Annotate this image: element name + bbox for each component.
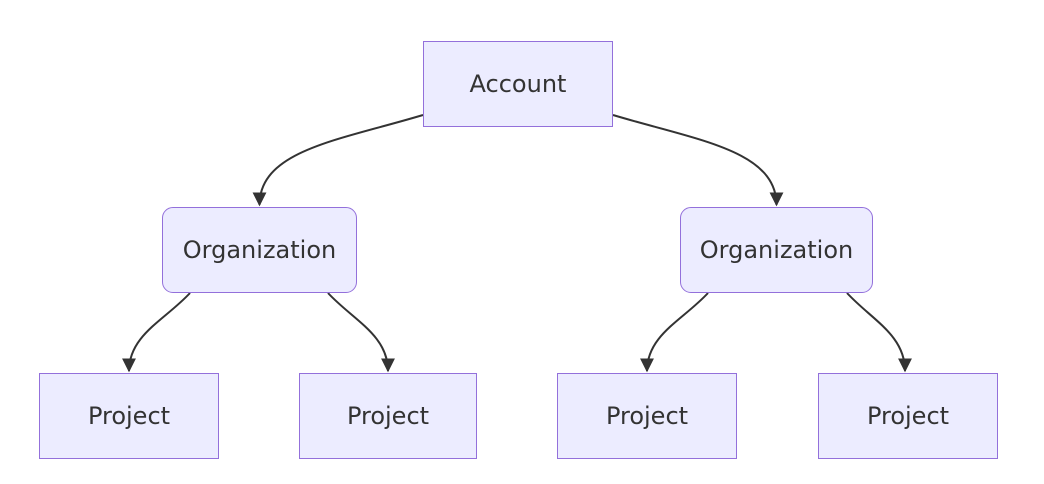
node-project-1: Project xyxy=(39,373,219,459)
node-project-2-label: Project xyxy=(346,401,430,430)
node-organization-left: Organization xyxy=(162,207,357,293)
edge-org-right-to-project-4 xyxy=(846,292,912,373)
node-project-3: Project xyxy=(557,373,737,459)
node-project-4-label: Project xyxy=(866,401,950,430)
node-account-label: Account xyxy=(469,69,567,98)
edge-org-left-to-project-1 xyxy=(122,292,191,373)
node-organization-right: Organization xyxy=(680,207,873,293)
node-project-4: Project xyxy=(818,373,998,459)
node-organization-left-label: Organization xyxy=(182,235,337,264)
node-organization-right-label: Organization xyxy=(699,235,854,264)
edge-org-right-to-project-3 xyxy=(640,292,709,373)
edge-account-to-org-right xyxy=(612,114,784,207)
node-project-2: Project xyxy=(299,373,477,459)
node-project-1-label: Project xyxy=(87,401,171,430)
node-account: Account xyxy=(423,41,613,127)
edge-account-to-org-left xyxy=(252,114,424,207)
node-project-3-label: Project xyxy=(605,401,689,430)
edge-org-left-to-project-2 xyxy=(327,292,395,373)
